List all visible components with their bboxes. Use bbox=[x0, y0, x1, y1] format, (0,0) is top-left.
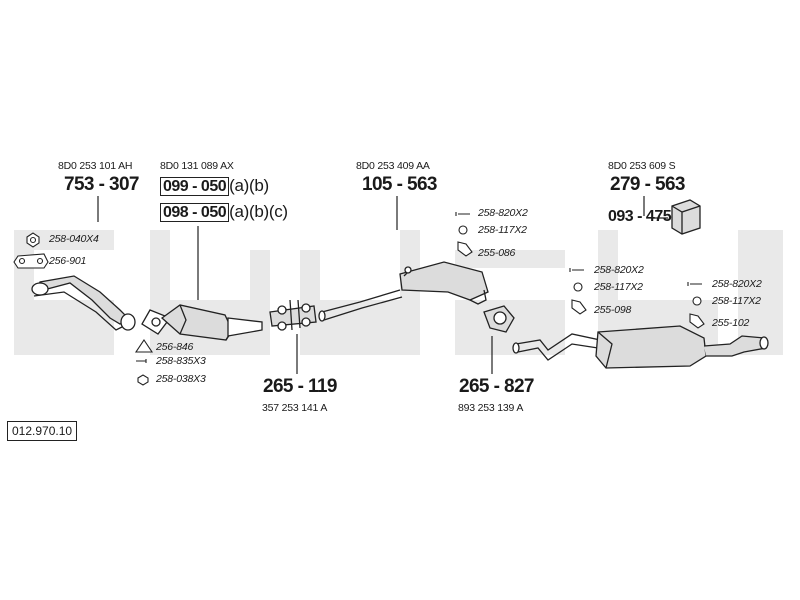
hw-rear-right-2: 255-102 bbox=[712, 317, 750, 329]
hw-cat-1: 258-835X3 bbox=[156, 355, 206, 367]
ring-icon bbox=[692, 296, 702, 306]
rear-silencer bbox=[512, 325, 769, 369]
front-pipe bbox=[31, 275, 136, 331]
hw-rear-left-1: 258-117X2 bbox=[594, 281, 643, 293]
cat-flange bbox=[141, 309, 172, 335]
centre-clamp bbox=[269, 299, 317, 331]
middle-silencer-oem: 8D0 253 409 AA bbox=[356, 160, 430, 172]
bolt-icon bbox=[569, 268, 584, 272]
centre-pipe-part-no: 265 - 119 bbox=[263, 376, 337, 397]
ring-icon bbox=[458, 225, 468, 235]
bolt-icon bbox=[455, 212, 470, 216]
catalyst bbox=[160, 304, 263, 341]
catalyst-variant-2-part-no: 098 - 050 bbox=[160, 203, 230, 222]
rear-silencer-oem: 8D0 253 609 S bbox=[608, 160, 676, 172]
hw-cat-0: 256-846 bbox=[156, 341, 194, 353]
rubber-hanger-icon bbox=[689, 313, 705, 329]
rubber-hanger-icon bbox=[571, 299, 587, 315]
connector-oem: 893 253 139 A bbox=[458, 402, 524, 414]
catalyst-variant-1-suffix: (a)(b) bbox=[229, 176, 269, 195]
brand-watermark bbox=[14, 230, 783, 355]
hw-front-1: 256-901 bbox=[49, 255, 87, 267]
nut-icon bbox=[137, 374, 149, 386]
middle-silencer-part-no: 105 - 563 bbox=[362, 174, 437, 195]
connector bbox=[483, 305, 515, 333]
hw-rear-right-1: 258-117X2 bbox=[712, 295, 761, 307]
hw-cat-2: 258-038X3 bbox=[156, 373, 206, 385]
bolt-icon bbox=[136, 359, 147, 363]
mounting-kit-icon bbox=[671, 199, 701, 235]
catalyst-variant-1-part-no: 099 - 050 bbox=[160, 177, 230, 196]
hw-front-0: 258-040X4 bbox=[49, 233, 99, 245]
catalyst-oem: 8D0 131 089 AX bbox=[160, 160, 234, 172]
bolt-icon bbox=[687, 282, 702, 286]
mounting-kit-part-no: 093 - 475 bbox=[608, 208, 672, 225]
front-pipe-oem: 8D0 253 101 AH bbox=[58, 160, 133, 172]
diagram-id: 012.970.10 bbox=[7, 421, 78, 441]
hardware-icons bbox=[13, 212, 705, 386]
leader-lines bbox=[97, 196, 668, 374]
triangle-gasket-icon bbox=[134, 339, 154, 353]
middle-silencer bbox=[399, 261, 489, 305]
hw-middle-0: 258-820X2 bbox=[478, 207, 528, 219]
connector-part-no: 265 - 827 bbox=[459, 376, 534, 397]
front-pipe-part-no: 753 - 307 bbox=[64, 174, 139, 195]
hw-middle-2: 255-086 bbox=[478, 247, 516, 259]
ring-icon bbox=[573, 282, 583, 292]
intermediate-pipe bbox=[318, 289, 403, 322]
hw-rear-left-2: 255-098 bbox=[594, 304, 632, 316]
catalyst-variant-2: 098 - 050(a)(b)(c) bbox=[160, 202, 288, 222]
catalyst-variant-1: 099 - 050(a)(b) bbox=[160, 176, 269, 196]
catalyst-variant-2-suffix: (a)(b)(c) bbox=[229, 202, 288, 221]
centre-pipe-oem: 357 253 141 A bbox=[262, 402, 328, 414]
rubber-hanger-icon bbox=[457, 241, 473, 257]
hw-rear-left-0: 258-820X2 bbox=[594, 264, 644, 276]
rear-silencer-part-no: 279 - 563 bbox=[610, 174, 685, 195]
hw-middle-1: 258-117X2 bbox=[478, 224, 527, 236]
hw-rear-right-0: 258-820X2 bbox=[712, 278, 762, 290]
flange-gasket-icon bbox=[13, 253, 49, 269]
